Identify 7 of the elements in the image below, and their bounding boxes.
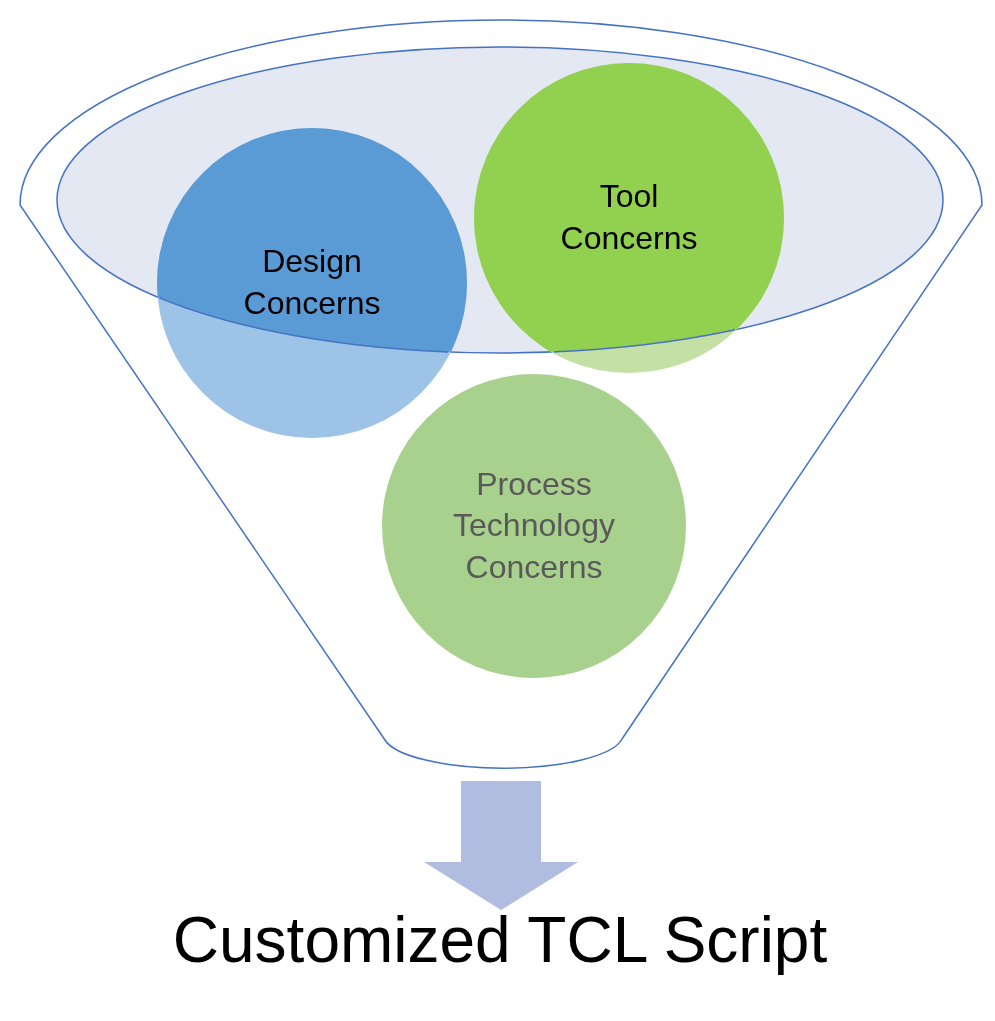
circle-label: Process Technology Concerns <box>452 464 616 587</box>
circle-node <box>382 374 686 678</box>
circle-node <box>474 63 784 373</box>
block-arrow <box>424 781 578 910</box>
circle-label: Design Concerns <box>242 242 382 323</box>
circle-label: Tool Concerns <box>559 177 699 258</box>
circle-node <box>157 128 467 438</box>
